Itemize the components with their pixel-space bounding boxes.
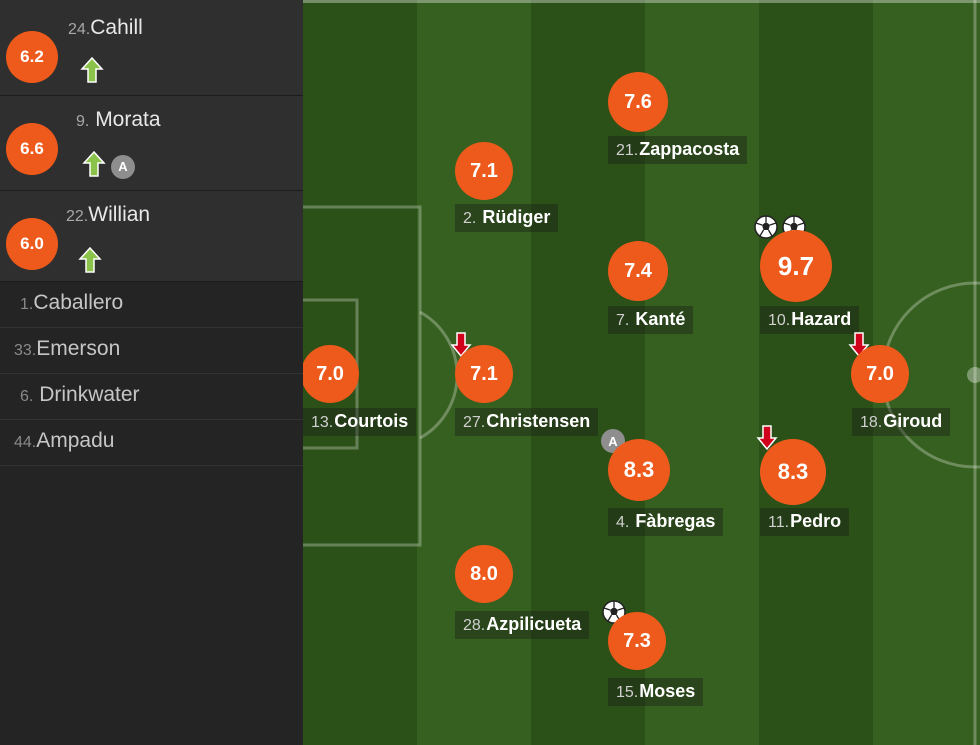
shirt-number: 44. xyxy=(14,434,37,451)
player-rating: 7.1 xyxy=(455,345,513,403)
shirt-number: 1. xyxy=(20,296,34,313)
rating-badge: 6.2 xyxy=(6,31,58,83)
shirt-number: 6. xyxy=(20,388,34,405)
player-name: Christensen xyxy=(486,411,591,431)
shirt-number: 22. xyxy=(66,208,89,225)
player-name: Willian xyxy=(88,203,151,226)
player-name: Hazard xyxy=(791,309,852,329)
player-rating: 7.3 xyxy=(608,612,666,670)
substitutes-panel: 6.2 24.Cahill 6.6 9. Morata A 6.0 22.Wil… xyxy=(0,0,303,745)
player-label: 27.Christensen xyxy=(455,408,599,436)
player-rating: 8.3 xyxy=(760,439,826,505)
player-label: 4. Fàbregas xyxy=(608,508,724,536)
player-name: Kanté xyxy=(635,309,686,329)
player-label: 15.Moses xyxy=(608,678,704,706)
substitute-name: 9. Morata xyxy=(76,108,161,132)
player-name: Morata xyxy=(95,108,161,131)
bench-player: 33.Emerson xyxy=(14,337,120,361)
sub-in-arrow-icon xyxy=(80,56,104,89)
substitute-name: 24.Cahill xyxy=(68,16,143,40)
bench-player: 1.Caballero xyxy=(20,291,123,315)
sub-in-arrow-icon xyxy=(78,246,102,279)
substitute-name: 22.Willian xyxy=(66,203,150,227)
bench-row[interactable]: 33.Emerson xyxy=(0,328,303,374)
shirt-number: 18. xyxy=(860,414,883,431)
player-rating: 8.3 xyxy=(608,439,670,501)
player-name: Giroud xyxy=(883,411,943,431)
player-rating: 7.0 xyxy=(303,345,359,403)
player-label: 21.Zappacosta xyxy=(608,136,748,164)
player-name: Cahill xyxy=(90,16,143,39)
bench-player: 44.Ampadu xyxy=(14,429,114,453)
bench-player: 6. Drinkwater xyxy=(20,383,140,407)
player-name: Caballero xyxy=(33,291,124,314)
shirt-number: 28. xyxy=(463,617,486,634)
player-name: Fàbregas xyxy=(635,511,716,531)
bench-row[interactable]: 6. Drinkwater xyxy=(0,374,303,420)
sub-off-arrow-icon xyxy=(756,425,778,456)
sub-in-arrow-icon xyxy=(82,150,106,183)
player-label: 28.Azpilicueta xyxy=(455,611,590,639)
player-name: Ampadu xyxy=(36,429,115,452)
pitch: 7.0 13.Courtois 7.1 2. Rüdiger 7.1 27.Ch… xyxy=(303,0,980,745)
player-name: Zappacosta xyxy=(639,139,740,159)
bench-row[interactable]: 1.Caballero xyxy=(0,282,303,328)
rating-badge: 6.0 xyxy=(6,218,58,270)
player-rating: 7.1 xyxy=(455,142,513,200)
player-label: 7. Kanté xyxy=(608,306,694,334)
player-rating: 7.6 xyxy=(608,72,668,132)
player-label: 2. Rüdiger xyxy=(455,204,559,232)
shirt-number: 15. xyxy=(616,684,639,701)
shirt-number: 2. xyxy=(463,210,477,227)
shirt-number: 9. xyxy=(76,113,90,130)
shirt-number: 27. xyxy=(463,414,486,431)
player-rating: 8.0 xyxy=(455,545,513,603)
substitute-row-willian[interactable]: 6.0 22.Willian xyxy=(0,191,303,282)
player-name: Pedro xyxy=(790,511,842,531)
player-name: Moses xyxy=(639,681,696,701)
substitute-event-icons: A xyxy=(82,150,135,183)
shirt-number: 24. xyxy=(68,21,91,38)
player-label: 10.Hazard xyxy=(760,306,860,334)
shirt-number: 4. xyxy=(616,514,630,531)
player-name: Courtois xyxy=(334,411,409,431)
substitute-row-cahill[interactable]: 6.2 24.Cahill xyxy=(0,0,303,96)
player-name: Drinkwater xyxy=(39,383,140,406)
shirt-number: 33. xyxy=(14,342,37,359)
rating-badge: 6.6 xyxy=(6,123,58,175)
player-rating: 9.7 xyxy=(760,230,832,302)
substitute-row-morata[interactable]: 6.6 9. Morata A xyxy=(0,96,303,191)
player-name: Emerson xyxy=(36,337,121,360)
player-events xyxy=(756,425,778,456)
shirt-number: 10. xyxy=(768,312,791,329)
assist-icon: A xyxy=(111,154,135,179)
player-label: 13.Courtois xyxy=(303,408,417,436)
shirt-number: 7. xyxy=(616,312,630,329)
player-label: 11.Pedro xyxy=(760,508,850,536)
goal-ball-icon xyxy=(754,215,778,239)
player-label: 18.Giroud xyxy=(852,408,951,436)
player-rating: 7.0 xyxy=(851,345,909,403)
player-name: Rüdiger xyxy=(482,207,551,227)
bench-row[interactable]: 44.Ampadu xyxy=(0,420,303,466)
player-rating: 7.4 xyxy=(608,241,668,301)
substitute-event-icons xyxy=(80,56,104,89)
shirt-number: 11. xyxy=(768,514,790,531)
player-name: Azpilicueta xyxy=(486,614,582,634)
shirt-number: 13. xyxy=(311,414,334,431)
shirt-number: 21. xyxy=(616,142,639,159)
substitute-event-icons xyxy=(78,246,102,279)
